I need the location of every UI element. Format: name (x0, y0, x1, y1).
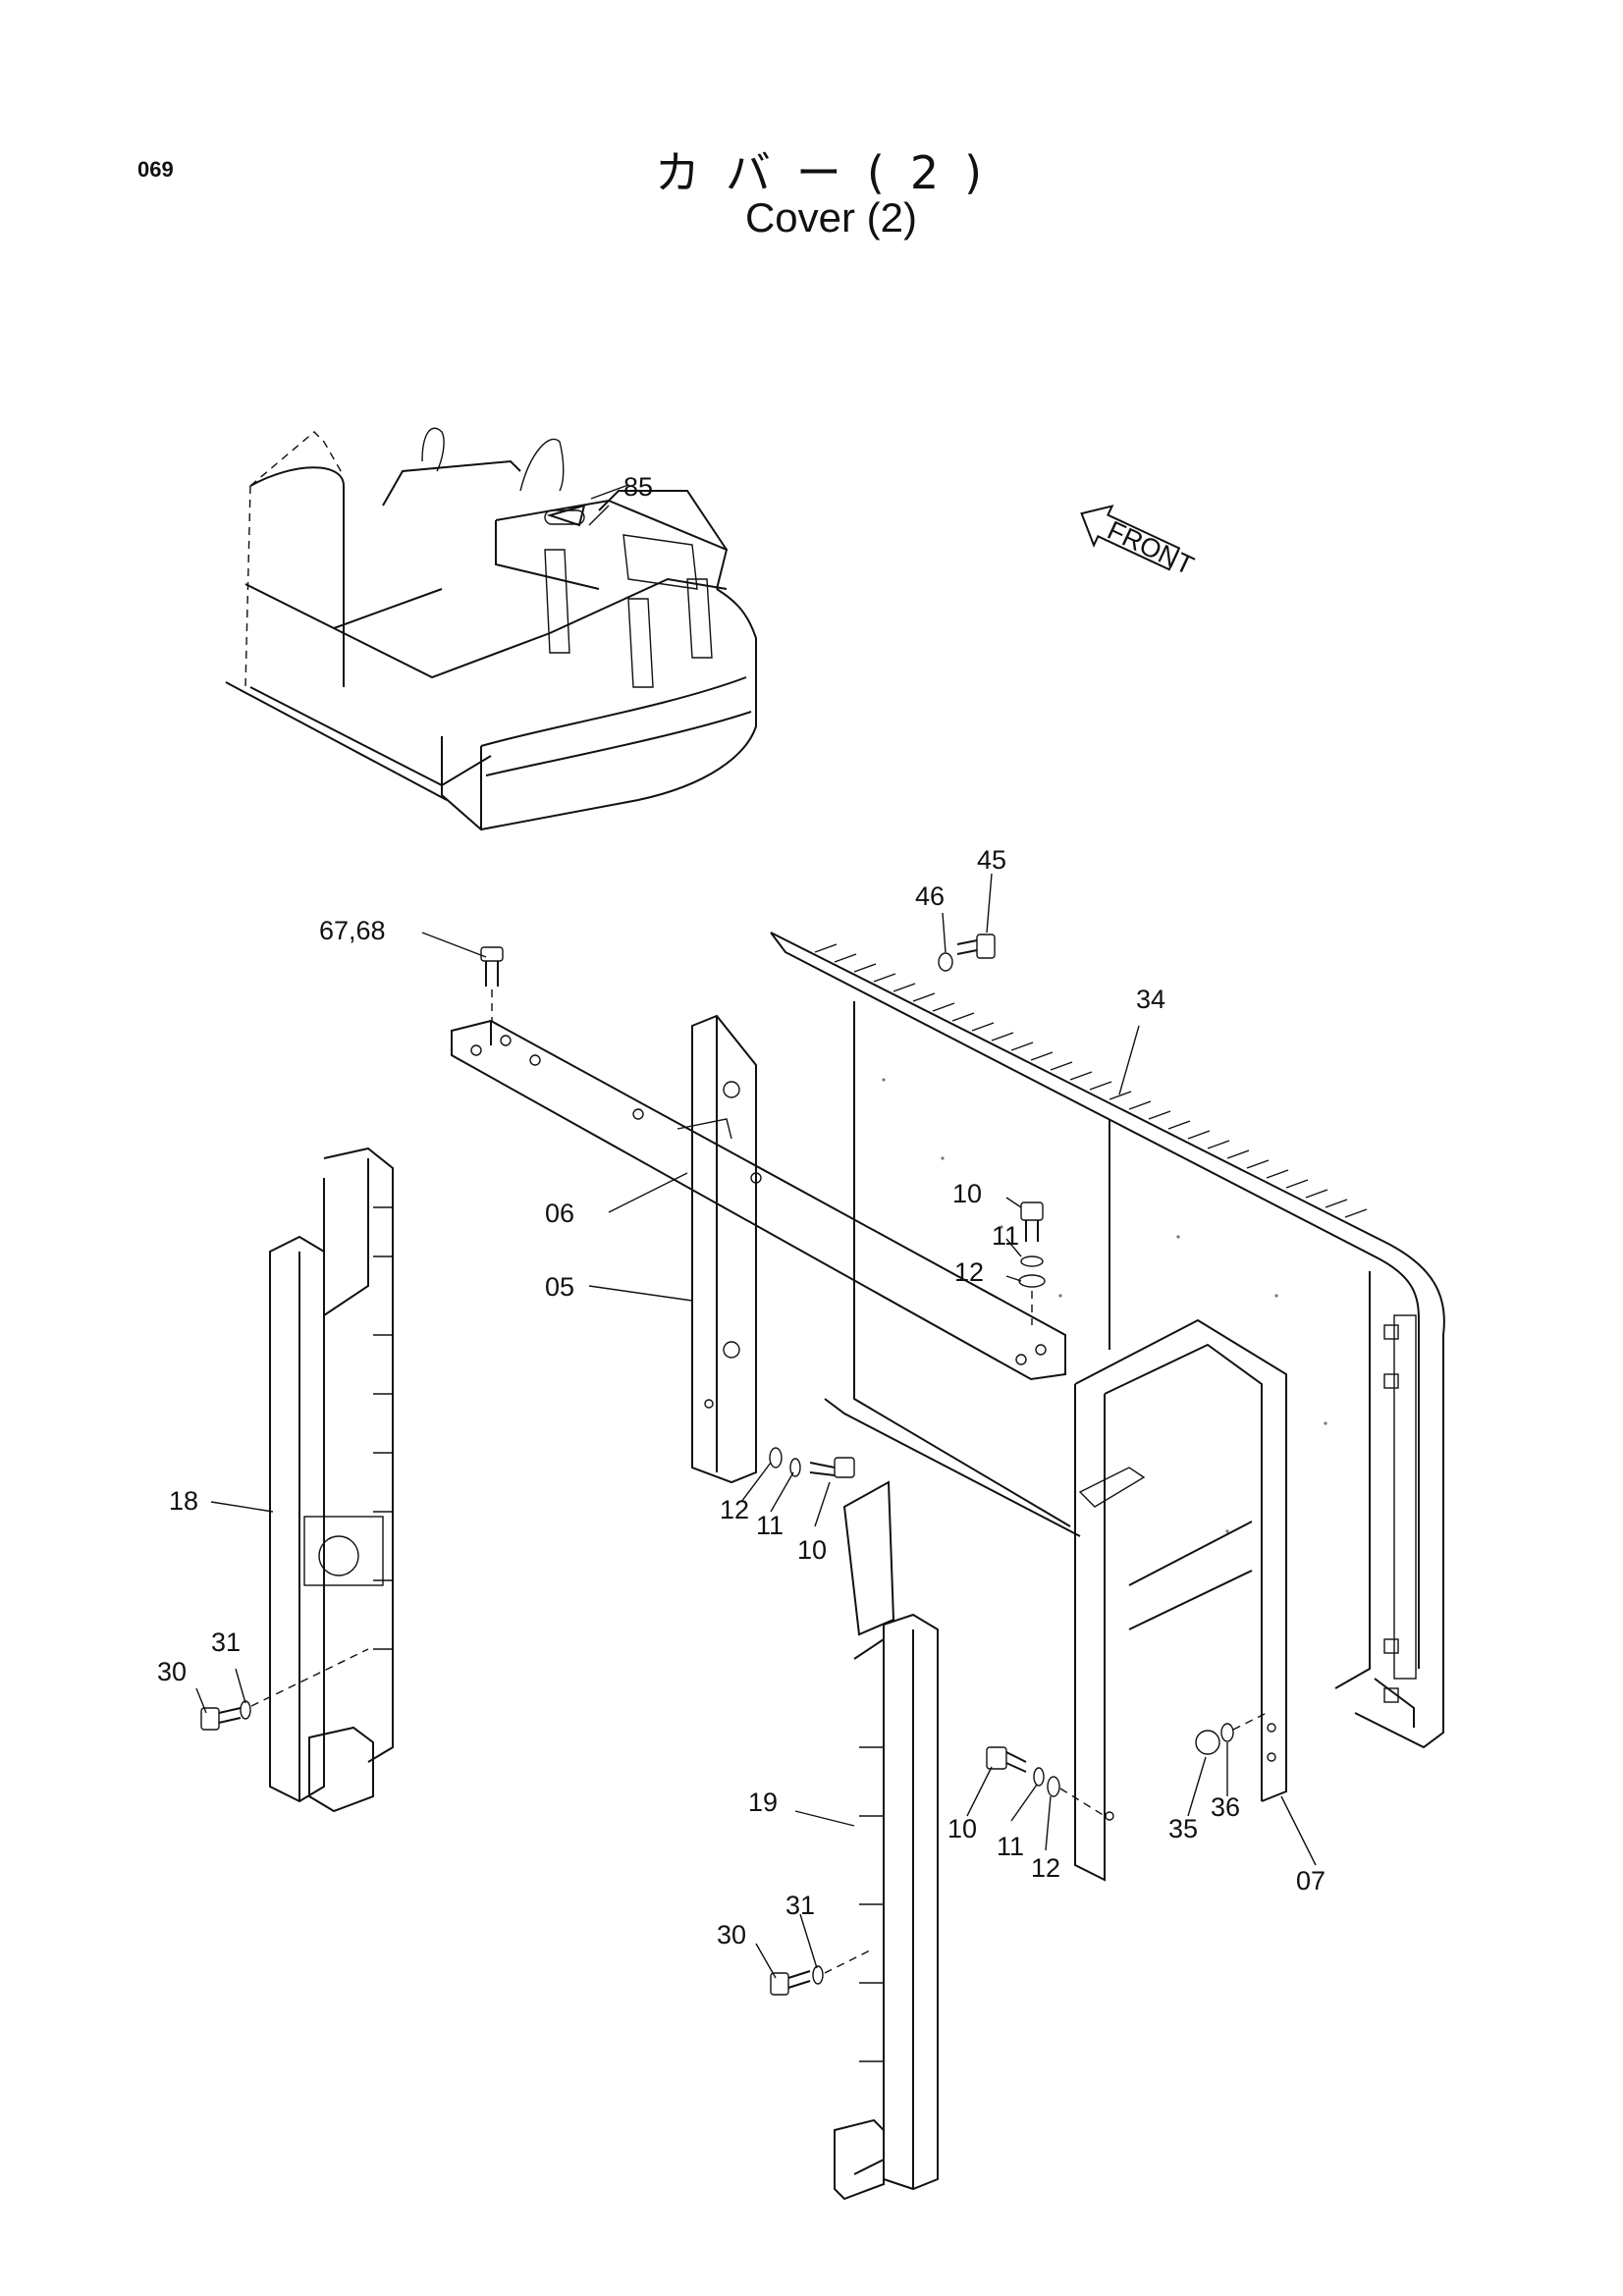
bolt-10-washers-mid (769, 1447, 855, 1478)
page-number: 069 (137, 157, 174, 182)
callout-06: 06 (545, 1199, 574, 1228)
title-english: Cover (2) (744, 194, 918, 240)
bolt-45 (956, 934, 996, 959)
callout-12-mid: 12 (720, 1495, 749, 1524)
callout-leaders (195, 505, 1317, 1979)
callout-30-bottom: 30 (717, 1920, 746, 1949)
stay-05 (691, 1014, 757, 1484)
front-label: FRONT (1103, 515, 1198, 580)
bolt-30-left (200, 1648, 369, 1731)
front-direction-arrow: FRONT (1080, 505, 1198, 580)
callout-85: 85 (623, 472, 653, 502)
callout-36: 36 (1211, 1792, 1240, 1822)
callout-11-mid: 11 (756, 1511, 784, 1540)
callout-05: 05 (545, 1272, 574, 1302)
radiator-cover-34 (770, 932, 1445, 1749)
callout-10-top: 10 (952, 1179, 982, 1208)
callout-18: 18 (169, 1486, 198, 1516)
callout-31-bottom: 31 (785, 1891, 815, 1920)
machine-overview-drawing (225, 427, 757, 831)
side-cover-19 (834, 1480, 939, 2201)
callout-45: 45 (977, 845, 1006, 875)
washer-46 (938, 952, 953, 972)
callout-11-bottom: 11 (997, 1832, 1024, 1861)
callout-10-mid: 10 (797, 1535, 827, 1565)
callout-34: 34 (1136, 985, 1165, 1014)
callout-12-top: 12 (954, 1257, 984, 1287)
callout-10-bottom: 10 (947, 1814, 977, 1843)
bar-06 (451, 1019, 1066, 1381)
title-japanese: カバー(2) (654, 146, 1008, 199)
callout-30-left: 30 (157, 1657, 187, 1686)
side-cover-18 (269, 1147, 394, 1813)
callout-11-top: 11 (992, 1221, 1019, 1251)
bracket-07 (1074, 1318, 1287, 1882)
callout-19: 19 (748, 1788, 778, 1817)
bolt-10-washers-bottom (986, 1746, 1106, 1817)
callout-35: 35 (1168, 1814, 1198, 1843)
callout-67-68: 67,68 (319, 916, 386, 945)
callout-31-left: 31 (211, 1628, 241, 1657)
callout-46: 46 (915, 881, 945, 911)
callout-labels: 85 45 46 67,68 34 06 05 10 11 12 18 12 1… (157, 472, 1325, 1949)
hinge-right (1383, 1314, 1417, 1703)
nut-35-washer-36 (1195, 1712, 1268, 1755)
bolt-67-68 (480, 946, 504, 1021)
bolt-30-bottom (770, 1948, 875, 1996)
callout-12-bottom: 12 (1031, 1853, 1060, 1883)
bolt-10-washers-top (1018, 1201, 1046, 1325)
callout-07: 07 (1296, 1866, 1325, 1896)
louver-slots (814, 943, 1368, 1218)
